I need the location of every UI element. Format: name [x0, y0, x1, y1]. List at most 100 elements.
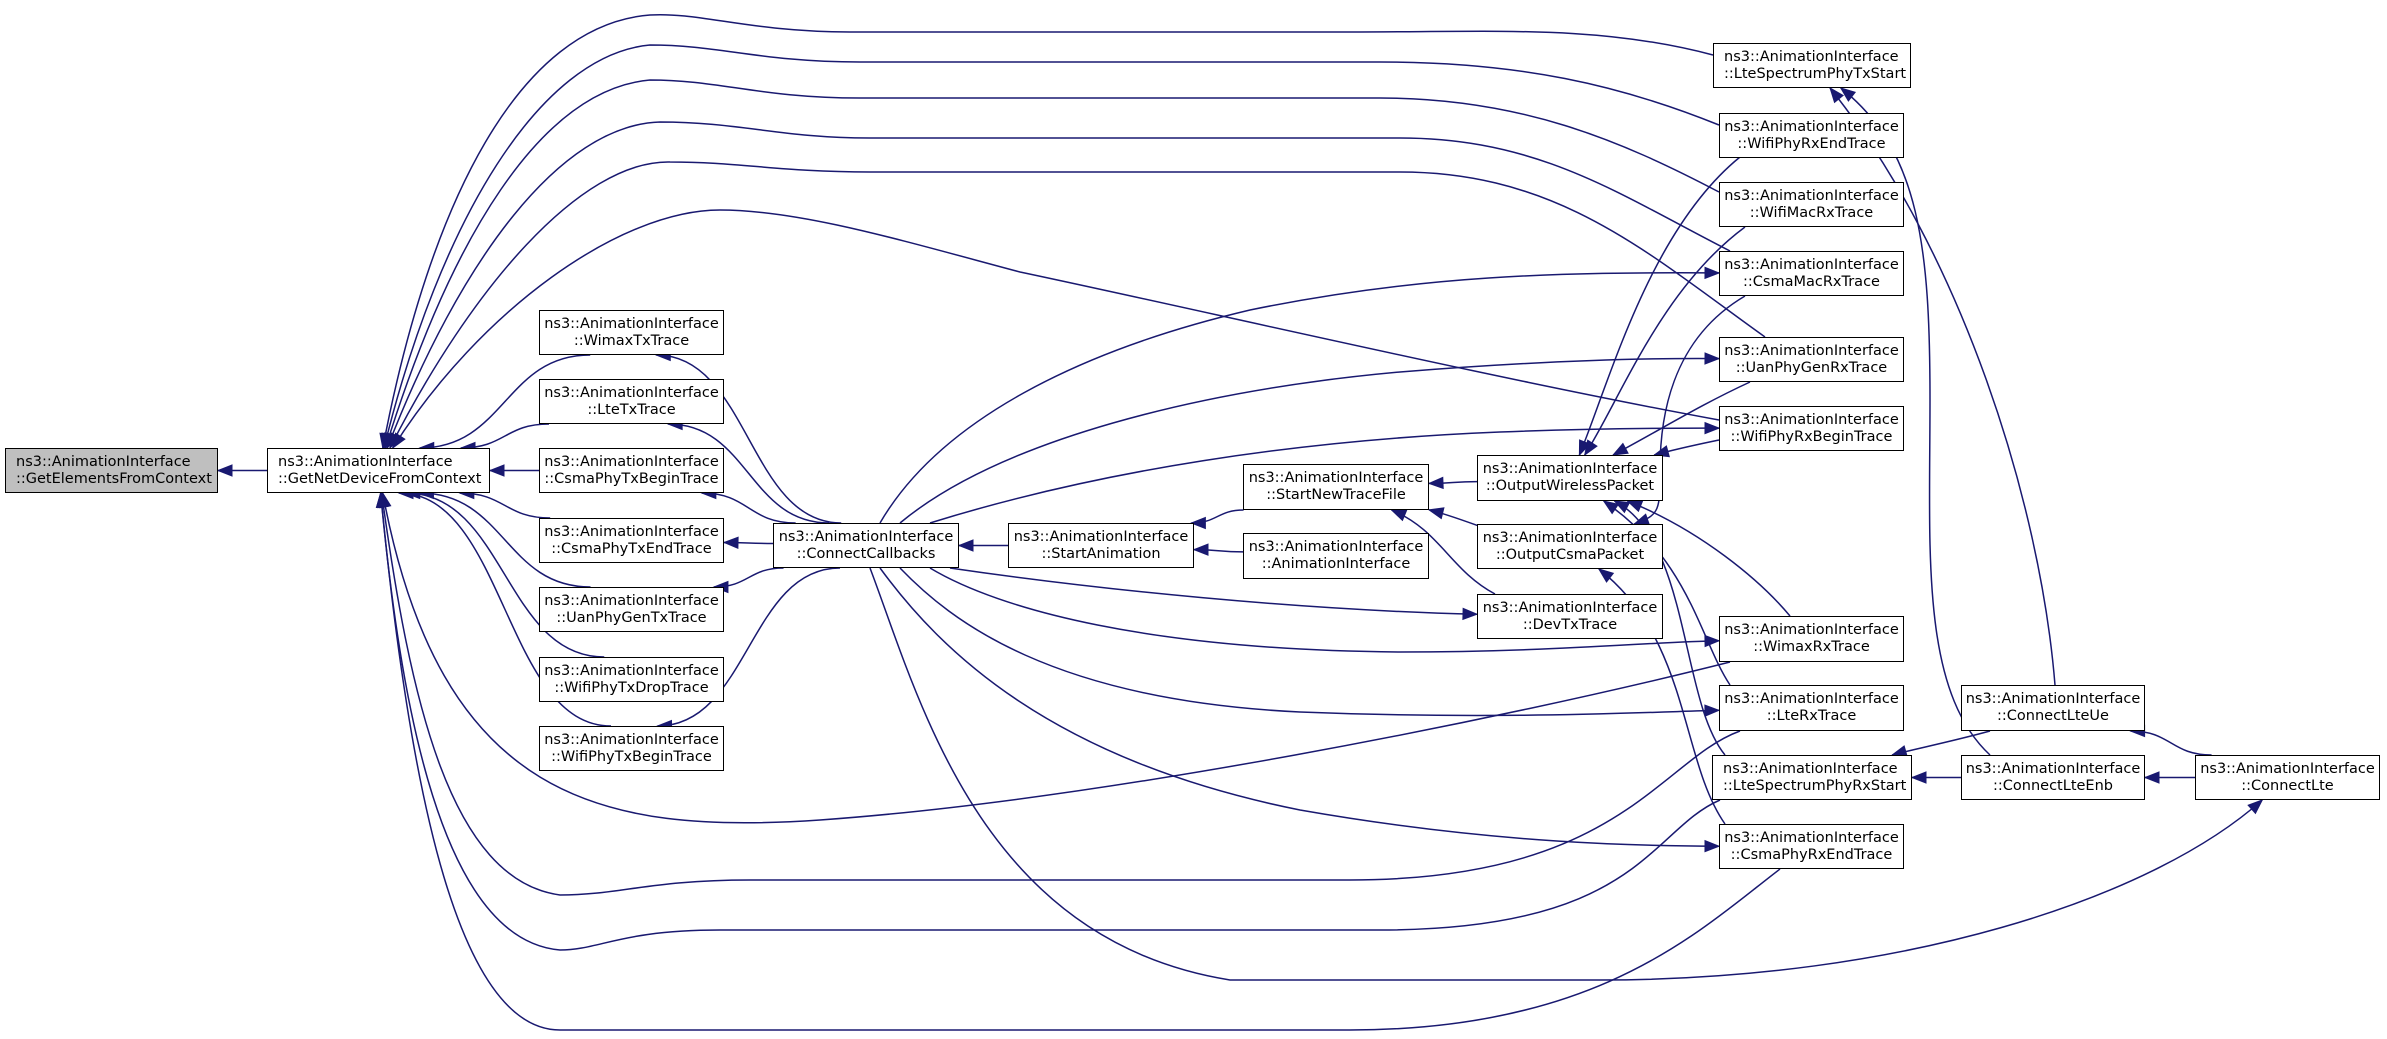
call-edge-DevTxTrace-to-StartNewTraceFile [1391, 509, 1496, 595]
node-LteRxTrace[interactable]: ns3::AnimationInterface::LteRxTrace [1719, 685, 1904, 731]
node-CsmaMacRxTrace[interactable]: ns3::AnimationInterface::CsmaMacRxTrace [1719, 251, 1904, 296]
node-WimaxTxTrace[interactable]: ns3::AnimationInterface::WimaxTxTrace [539, 310, 724, 355]
node-WifiMacRxTrace[interactable]: ns3::AnimationInterface::WifiMacRxTrace [1719, 182, 1904, 227]
call-edge-ConnectCallbacks-to-LteTxTrace [668, 423, 830, 524]
node-method-label: ::WimaxRxTrace [1753, 639, 1870, 655]
node-method-label: ::WifiMacRxTrace [1749, 204, 1874, 221]
call-edge-WifiPhyRxEndTrace-to-OutputWirelessPacket [1578, 156, 1741, 456]
arrowhead-icon [2247, 799, 2264, 815]
node-AnimationInterface[interactable]: ns3::AnimationInterface::AnimationInterf… [1243, 533, 1429, 579]
node-namespace-label: ns3::AnimationInterface [778, 528, 954, 545]
node-namespace-label: ns3::AnimationInterface [1013, 528, 1189, 545]
call-edge-ConnectCallbacks-to-WimaxRxTrace [929, 567, 1720, 653]
node-method-label: ::OutputCsmaPacket [1495, 546, 1645, 563]
node-method-label: ::WifiPhyRxEndTrace [1737, 135, 1886, 152]
node-StartAnimation[interactable]: ns3::AnimationInterface::StartAnimation [1008, 523, 1194, 568]
node-namespace-label: ns3::AnimationInterface [1482, 599, 1658, 616]
node-namespace-label: ns3::AnimationInterface [1965, 691, 2141, 707]
arrowhead-icon [1704, 352, 1721, 365]
node-WifiPhyRxBeginTrace[interactable]: ns3::AnimationInterface::WifiPhyRxBeginT… [1719, 406, 1904, 451]
arrowhead-icon [2143, 771, 2160, 784]
arrowhead-icon [1910, 771, 1927, 784]
node-method-label: ::UanPhyGenTxTrace [556, 609, 707, 626]
node-method-label: ::UanPhyGenRxTrace [1735, 359, 1888, 376]
node-GetNetDeviceFromContext[interactable]: ns3::AnimationInterface::GetNetDeviceFro… [267, 448, 490, 493]
node-LteSpectrumPhyRxStart[interactable]: ns3::AnimationInterface::LteSpectrumPhyR… [1712, 755, 1912, 800]
call-edge-ConnectCallbacks-to-UanPhyGenRxTrace [899, 357, 1720, 524]
node-namespace-label: ns3::AnimationInterface [1724, 48, 1899, 65]
call-edge-ConnectCallbacks-to-CsmaPhyRxEndTrace [879, 567, 1720, 847]
arrowhead-icon [216, 464, 233, 477]
node-ConnectLteUe[interactable]: ns3::AnimationInterface::ConnectLteUe [1961, 685, 2145, 731]
arrowhead-icon [1597, 568, 1615, 583]
arrowhead-icon [375, 491, 389, 509]
node-WimaxRxTrace[interactable]: ns3::AnimationInterface::WimaxRxTrace [1719, 616, 1904, 662]
node-method-label: ::ConnectCallbacks [796, 545, 936, 562]
node-method-label: ::CsmaPhyRxEndTrace [1730, 846, 1893, 863]
node-UanPhyGenTxTrace[interactable]: ns3::AnimationInterface::UanPhyGenTxTrac… [539, 587, 724, 632]
node-namespace-label: ns3::AnimationInterface [1248, 470, 1424, 486]
call-edge-ConnectCallbacks-to-WifiPhyRxBeginTrace [929, 427, 1720, 524]
arrowhead-icon [1704, 704, 1721, 717]
call-edge-WifiPhyTxDropTrace-to-GetNetDeviceFromContext [405, 492, 605, 658]
node-namespace-label: ns3::AnimationInterface [544, 523, 719, 540]
node-namespace-label: ns3::AnimationInterface [16, 453, 191, 470]
node-WifiPhyRxEndTrace[interactable]: ns3::AnimationInterface::WifiPhyRxEndTra… [1719, 113, 1904, 158]
arrowhead-icon [1602, 500, 1620, 515]
node-ConnectLteEnb[interactable]: ns3::AnimationInterface::ConnectLteEnb [1961, 755, 2145, 800]
node-method-label: ::LteSpectrumPhyTxStart [1724, 65, 1907, 82]
call-edge-WifiMacRxTrace-to-GetNetDeviceFromContext [384, 79, 1720, 449]
node-WifiPhyTxBeginTrace[interactable]: ns3::AnimationInterface::WifiPhyTxBeginT… [539, 726, 724, 771]
arrowhead-icon [391, 432, 406, 450]
call-edge-CsmaMacRxTrace-to-GetNetDeviceFromContext [386, 121, 1731, 449]
node-UanPhyGenRxTrace[interactable]: ns3::AnimationInterface::UanPhyGenRxTrac… [1719, 337, 1904, 382]
node-method-label: ::LteTxTrace [587, 401, 676, 418]
node-WifiPhyTxDropTrace[interactable]: ns3::AnimationInterface::WifiPhyTxDropTr… [539, 657, 724, 702]
call-edge-ConnectCallbacks-to-LteRxTrace [899, 567, 1720, 717]
arrowhead-icon [1462, 607, 1479, 621]
node-namespace-label: ns3::AnimationInterface [1724, 622, 1899, 638]
node-method-label: ::CsmaPhyTxBeginTrace [544, 470, 719, 487]
node-method-label: ::ConnectLteUe [1997, 708, 2109, 724]
node-LteSpectrumPhyTxStart[interactable]: ns3::AnimationInterface::LteSpectrumPhyT… [1713, 43, 1911, 88]
node-DevTxTrace[interactable]: ns3::AnimationInterface::DevTxTrace [1477, 594, 1663, 639]
node-namespace-label: ns3::AnimationInterface [1723, 760, 1898, 777]
arrowhead-icon [1632, 513, 1651, 526]
arrowhead-icon [957, 539, 974, 552]
node-OutputWirelessPacket[interactable]: ns3::AnimationInterface::OutputWirelessP… [1477, 455, 1663, 501]
call-edge-UanPhyGenTxTrace-to-GetNetDeviceFromContext [419, 492, 591, 588]
call-edge-WifiPhyRxBeginTrace-to-GetNetDeviceFromContext [392, 209, 1720, 449]
node-namespace-label: ns3::AnimationInterface [1965, 760, 2141, 777]
node-CsmaPhyTxEndTrace[interactable]: ns3::AnimationInterface::CsmaPhyTxEndTra… [539, 518, 724, 563]
arrowhead-icon [1839, 87, 1857, 102]
arrowhead-icon [1427, 507, 1445, 520]
node-method-label: ::CsmaPhyTxEndTrace [551, 540, 712, 557]
node-namespace-label: ns3::AnimationInterface [544, 384, 719, 401]
node-OutputCsmaPacket[interactable]: ns3::AnimationInterface::OutputCsmaPacke… [1477, 524, 1663, 569]
call-edge-UanPhyGenRxTrace-to-OutputWirelessPacket [1612, 381, 1751, 456]
call-edge-ConnectCallbacks-to-CsmaMacRxTrace [879, 272, 1720, 524]
node-LteTxTrace[interactable]: ns3::AnimationInterface::LteTxTrace [539, 379, 724, 424]
node-method-label: ::ConnectLteEnb [1993, 777, 2113, 794]
node-method-label: ::LteSpectrumPhyRxStart [1723, 777, 1907, 794]
arrowhead-icon [1704, 266, 1721, 280]
node-namespace-label: ns3::AnimationInterface [1724, 411, 1899, 428]
node-method-label: ::LteRxTrace [1766, 708, 1857, 724]
node-GetElementsFromContext[interactable]: ns3::AnimationInterface::GetElementsFrom… [5, 448, 218, 493]
call-edge-UanPhyGenRxTrace-to-GetNetDeviceFromContext [389, 161, 1766, 449]
node-method-label: ::CsmaMacRxTrace [1743, 273, 1880, 290]
call-edge-CsmaMacRxTrace-to-OutputCsmaPacket [1634, 295, 1746, 525]
node-CsmaPhyRxEndTrace[interactable]: ns3::AnimationInterface::CsmaPhyRxEndTra… [1719, 824, 1904, 869]
arrowhead-icon [1390, 509, 1408, 522]
node-method-label: ::WifiPhyRxBeginTrace [1730, 428, 1893, 445]
call-edge-ConnectLteUe-to-LteSpectrumPhyTxStart [1829, 87, 2056, 686]
node-CsmaPhyTxBeginTrace[interactable]: ns3::AnimationInterface::CsmaPhyTxBeginT… [539, 448, 724, 493]
node-method-label: ::StartNewTraceFile [1266, 487, 1406, 503]
node-ConnectLte[interactable]: ns3::AnimationInterface::ConnectLte [2195, 755, 2380, 800]
node-ConnectCallbacks[interactable]: ns3::AnimationInterface::ConnectCallback… [773, 523, 959, 568]
node-namespace-label: ns3::AnimationInterface [544, 731, 719, 748]
arrowhead-icon [1626, 500, 1644, 513]
arrowhead-icon [1829, 86, 1844, 104]
node-StartNewTraceFile[interactable]: ns3::AnimationInterface::StartNewTraceFi… [1243, 464, 1429, 510]
